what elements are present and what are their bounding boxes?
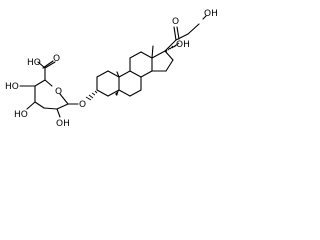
ring-oxygen-label: O <box>55 87 62 97</box>
carboxyl-hydroxyl-label: HO <box>27 58 41 68</box>
ketone-oxygen-label: O <box>172 17 179 27</box>
glycosidic-link <box>67 90 98 105</box>
c4-hydroxyl-label: HO <box>5 82 19 92</box>
glucuronide-ring <box>19 60 69 118</box>
c2-hydroxyl-label: OH <box>56 119 70 129</box>
c3-hydroxyl-label: HO <box>14 110 28 120</box>
c17-hydroxyl-label: OH <box>176 40 190 50</box>
glycosidic-oxygen-label: O <box>79 100 86 110</box>
structure-diagram: O OH OH O HO HO HO OH O O <box>5 9 218 129</box>
steroid-skeleton <box>96 45 174 97</box>
side-chain-hydroxyl-label: OH <box>204 9 218 19</box>
side-chain <box>164 15 207 53</box>
carboxyl-oxygen-label: O <box>53 54 60 64</box>
atom-labels: O OH OH O HO HO HO OH O O <box>5 9 218 129</box>
